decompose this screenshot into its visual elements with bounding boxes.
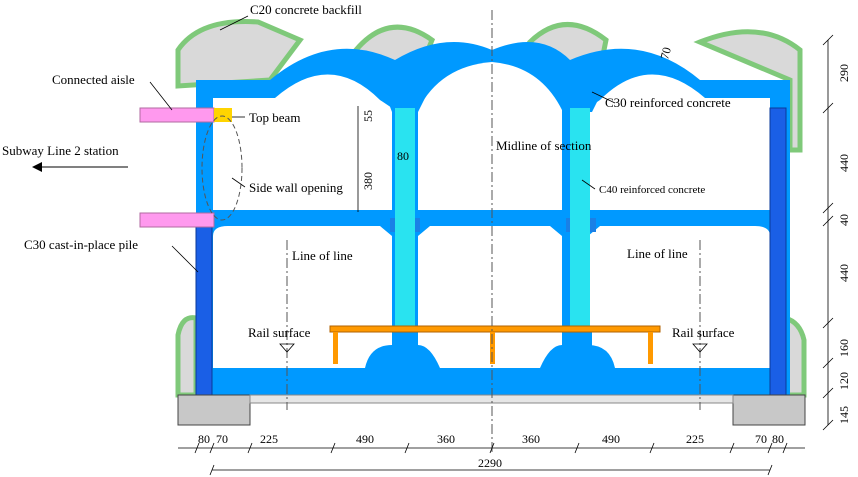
leader-c30 [591, 91, 616, 104]
dim-bottom-5: 360 [522, 432, 540, 446]
dim-bottom-ticks [194, 442, 788, 476]
label-subway-station: Subway Line 2 station [2, 143, 119, 158]
dim-arch-thickness: 70 [657, 46, 674, 61]
upper-cavity-right [588, 74, 770, 210]
label-rail-surface-left: Rail surface [248, 325, 311, 340]
base-block-left [177, 394, 251, 426]
dim-right-4: 160 [837, 339, 851, 357]
subway-arrow-head [32, 162, 42, 172]
haunch-left-top [376, 62, 432, 76]
columns [392, 108, 592, 350]
label-side-wall-opening: Side wall opening [249, 180, 343, 195]
rail-leg-1 [333, 332, 338, 364]
base-block-right [732, 394, 806, 426]
label-rail-surface-right: Rail surface [672, 325, 735, 340]
rail-top [329, 325, 661, 333]
dim-right-6: 145 [837, 406, 851, 424]
dim-right-2: 40 [837, 214, 851, 226]
dim-bottom-9: 80 [772, 432, 784, 446]
label-line-of-line-left: Line of line [292, 248, 353, 263]
label-connected-aisle: Connected aisle [52, 72, 135, 87]
rail-surface-marker-left [279, 343, 295, 353]
dim-total-width: 2290 [478, 456, 502, 470]
label-c40-reinforced: C40 reinforced concrete [599, 184, 705, 196]
upper-cavity-left [213, 74, 392, 210]
label-top-beam: Top beam [249, 110, 300, 125]
leader-lines [149, 15, 616, 273]
dim-right-5: 120 [837, 372, 851, 390]
leader-connected-aisle [149, 81, 173, 111]
rail-surface-marker-right [692, 343, 708, 353]
dim-bottom-3: 490 [356, 432, 374, 446]
connected-aisle-top [139, 107, 215, 123]
haunch-right-top [552, 62, 608, 76]
dim-bottom-4: 360 [437, 432, 455, 446]
dim-bottom-1: 70 [216, 432, 228, 446]
leader-pile [171, 245, 199, 273]
dim-bottom-6: 490 [602, 432, 620, 446]
column-base-left [392, 330, 418, 350]
dim-column-width: 80 [397, 149, 409, 163]
backfill-dome-left-top [175, 19, 304, 89]
label-line-of-line-right: Line of line [627, 246, 688, 261]
dim-bottom-0: 80 [198, 432, 210, 446]
leader-backfill [219, 15, 249, 31]
dim-right-0: 290 [837, 64, 851, 82]
dim-right-1: 440 [837, 154, 851, 172]
dim-right-3: 440 [837, 264, 851, 282]
dim-haunch-height: 55 [361, 110, 375, 122]
leader-c40 [581, 179, 596, 190]
connected-aisle-bottom [139, 212, 215, 228]
dim-column-height: 380 [361, 172, 375, 190]
upper-cavity-middle [418, 62, 562, 210]
side-wall-opening-outline [201, 115, 243, 221]
backfill-dome-left-bottom [175, 315, 199, 398]
dim-right-ticks [822, 34, 834, 431]
dim-bottom-2: 225 [260, 432, 278, 446]
dim-bottom-7: 225 [686, 432, 704, 446]
dim-bottom-8: 70 [755, 432, 767, 446]
column-base-right [566, 330, 592, 350]
pile-right [769, 107, 787, 397]
label-midline: Midline of section [496, 138, 592, 153]
column-right [570, 108, 590, 348]
leader-side-wall [231, 177, 246, 188]
label-backfill: C20 concrete backfill [250, 2, 362, 17]
label-cast-in-place-pile: C30 cast-in-place pile [24, 237, 138, 252]
column-left [395, 108, 415, 348]
backfill-dome-right-top [693, 29, 803, 153]
pile-left [195, 225, 213, 397]
label-c30-reinforced: C30 reinforced concrete [605, 95, 731, 110]
rail-leg-3 [648, 332, 653, 364]
